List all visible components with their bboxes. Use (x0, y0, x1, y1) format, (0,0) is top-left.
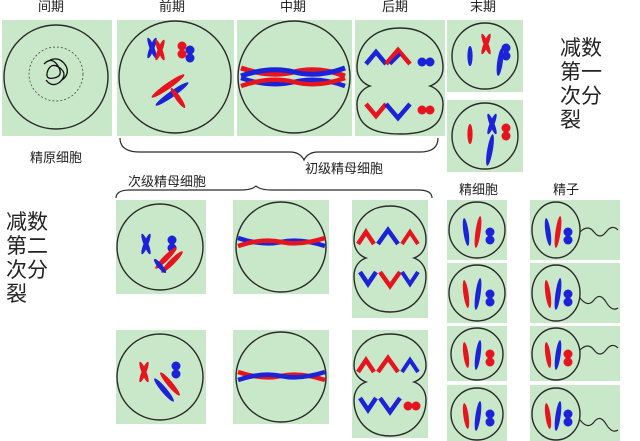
sperm-3 (530, 326, 620, 381)
prophase-cell (117, 20, 234, 136)
anaphase-1-cell (355, 20, 445, 136)
telophase-label: 末期 (470, 0, 497, 15)
sperm-4 (530, 385, 620, 441)
primary-spermatocyte-bracket (119, 137, 439, 162)
anaphase-2-cell-top (352, 200, 428, 318)
sperm-2 (530, 263, 620, 323)
metaphase-2-cell-bottom (233, 330, 329, 424)
secondary-spermatocyte-label: 次级精母细胞 (128, 175, 207, 190)
prophase-2-cell-top (116, 200, 206, 294)
meiosis-1-label: 减数 第一 次分 裂 (560, 36, 602, 132)
sperm-1 (530, 200, 620, 260)
primary-spermatocyte-label: 初级精母细胞 (305, 162, 384, 177)
anaphase-2-cell-bottom (352, 330, 428, 438)
spermatogonium-label: 精原细胞 (30, 151, 83, 166)
telophase-1-cell-top (447, 20, 523, 92)
sperm-label: 精子 (553, 183, 580, 198)
spermatid-1 (447, 200, 507, 260)
spermatid-label: 精细胞 (459, 183, 499, 198)
interphase-label: 间期 (38, 0, 65, 15)
metaphase-2-cell-top (233, 200, 329, 294)
spermatid-4 (447, 385, 507, 441)
prophase-2-cell-bottom (116, 330, 206, 424)
spermatid-3 (447, 326, 507, 381)
interphase-cell (2, 20, 112, 136)
meiosis-2-label: 减数 第二 次分 裂 (6, 210, 48, 306)
prophase-label: 前期 (159, 0, 186, 15)
metaphase-1-cell (237, 20, 352, 136)
secondary-spermatocyte-bracket (115, 185, 433, 199)
spermatid-2 (447, 263, 507, 323)
metaphase-label: 中期 (280, 0, 307, 15)
telophase-1-cell-bottom (447, 100, 523, 172)
anaphase-label: 后期 (382, 0, 409, 15)
